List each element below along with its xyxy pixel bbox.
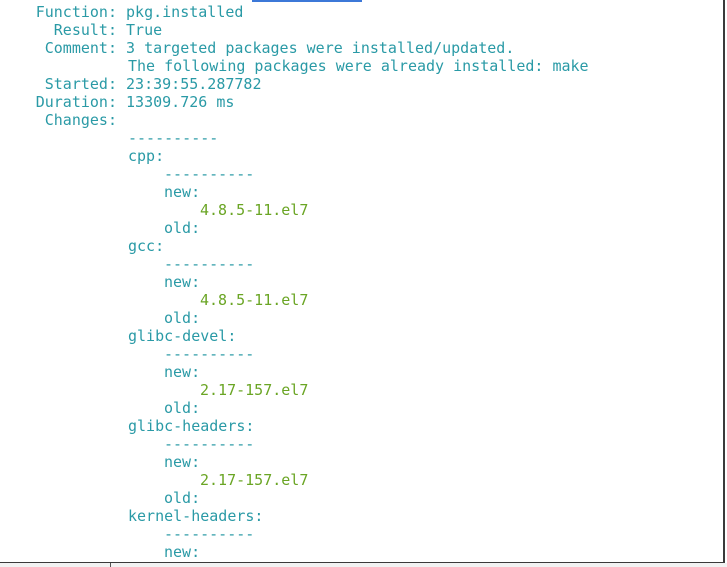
old-label: old: [164,399,201,417]
package-name: cpp: [128,147,165,165]
new-version-value: 2.17-157.el7 [200,471,309,489]
package-name: kernel-headers: [128,507,264,525]
old-label: old: [164,489,201,507]
new-label: new: [164,183,201,201]
new-version-value: 4.8.5-11.el7 [200,201,309,219]
package-separator: ---------- [164,165,255,183]
new-label: new: [164,543,201,561]
package-separator: ---------- [164,435,255,453]
function-row: Function: pkg.installed [0,3,244,21]
new-label: new: [164,453,201,471]
duration-row: Duration: 13309.726 ms [0,93,235,111]
package-separator: ---------- [164,345,255,363]
duration-label: Duration: [35,93,117,111]
new-version-value: 2.17-157.el7 [200,381,309,399]
old-label: old: [164,219,201,237]
window-bottom-frame [0,563,727,567]
result-value: True [126,21,163,39]
package-name: gcc: [128,237,165,255]
comment-row: Comment: 3 targeted packages were instal… [0,39,515,57]
package-name: glibc-headers: [128,417,255,435]
duration-value: 13309.726 ms [126,93,235,111]
changes-label: Changes: [44,111,117,129]
function-value: pkg.installed [126,3,244,21]
old-label: old: [164,309,201,327]
comment-line-1: 3 targeted packages were installed/updat… [126,39,515,57]
new-version-value: 4.8.5-11.el7 [200,291,309,309]
top-accent-bar [252,0,362,2]
comment-line-2: The following packages were already inst… [128,57,589,75]
package-separator: ---------- [164,525,255,543]
comment-label: Comment: [44,39,117,57]
package-separator: ---------- [164,255,255,273]
changes-row: Changes: [0,111,117,129]
new-label: new: [164,363,201,381]
result-label: Result: [53,21,117,39]
new-label: new: [164,273,201,291]
started-row: Started: 23:39:55.287782 [0,75,262,93]
started-label: Started: [44,75,117,93]
result-row: Result: True [0,21,162,39]
package-name: glibc-devel: [128,327,237,345]
function-label: Function: [35,3,117,21]
window-bottom-divider [110,563,111,567]
changes-separator: ---------- [128,129,219,147]
started-value: 23:39:55.287782 [126,75,262,93]
